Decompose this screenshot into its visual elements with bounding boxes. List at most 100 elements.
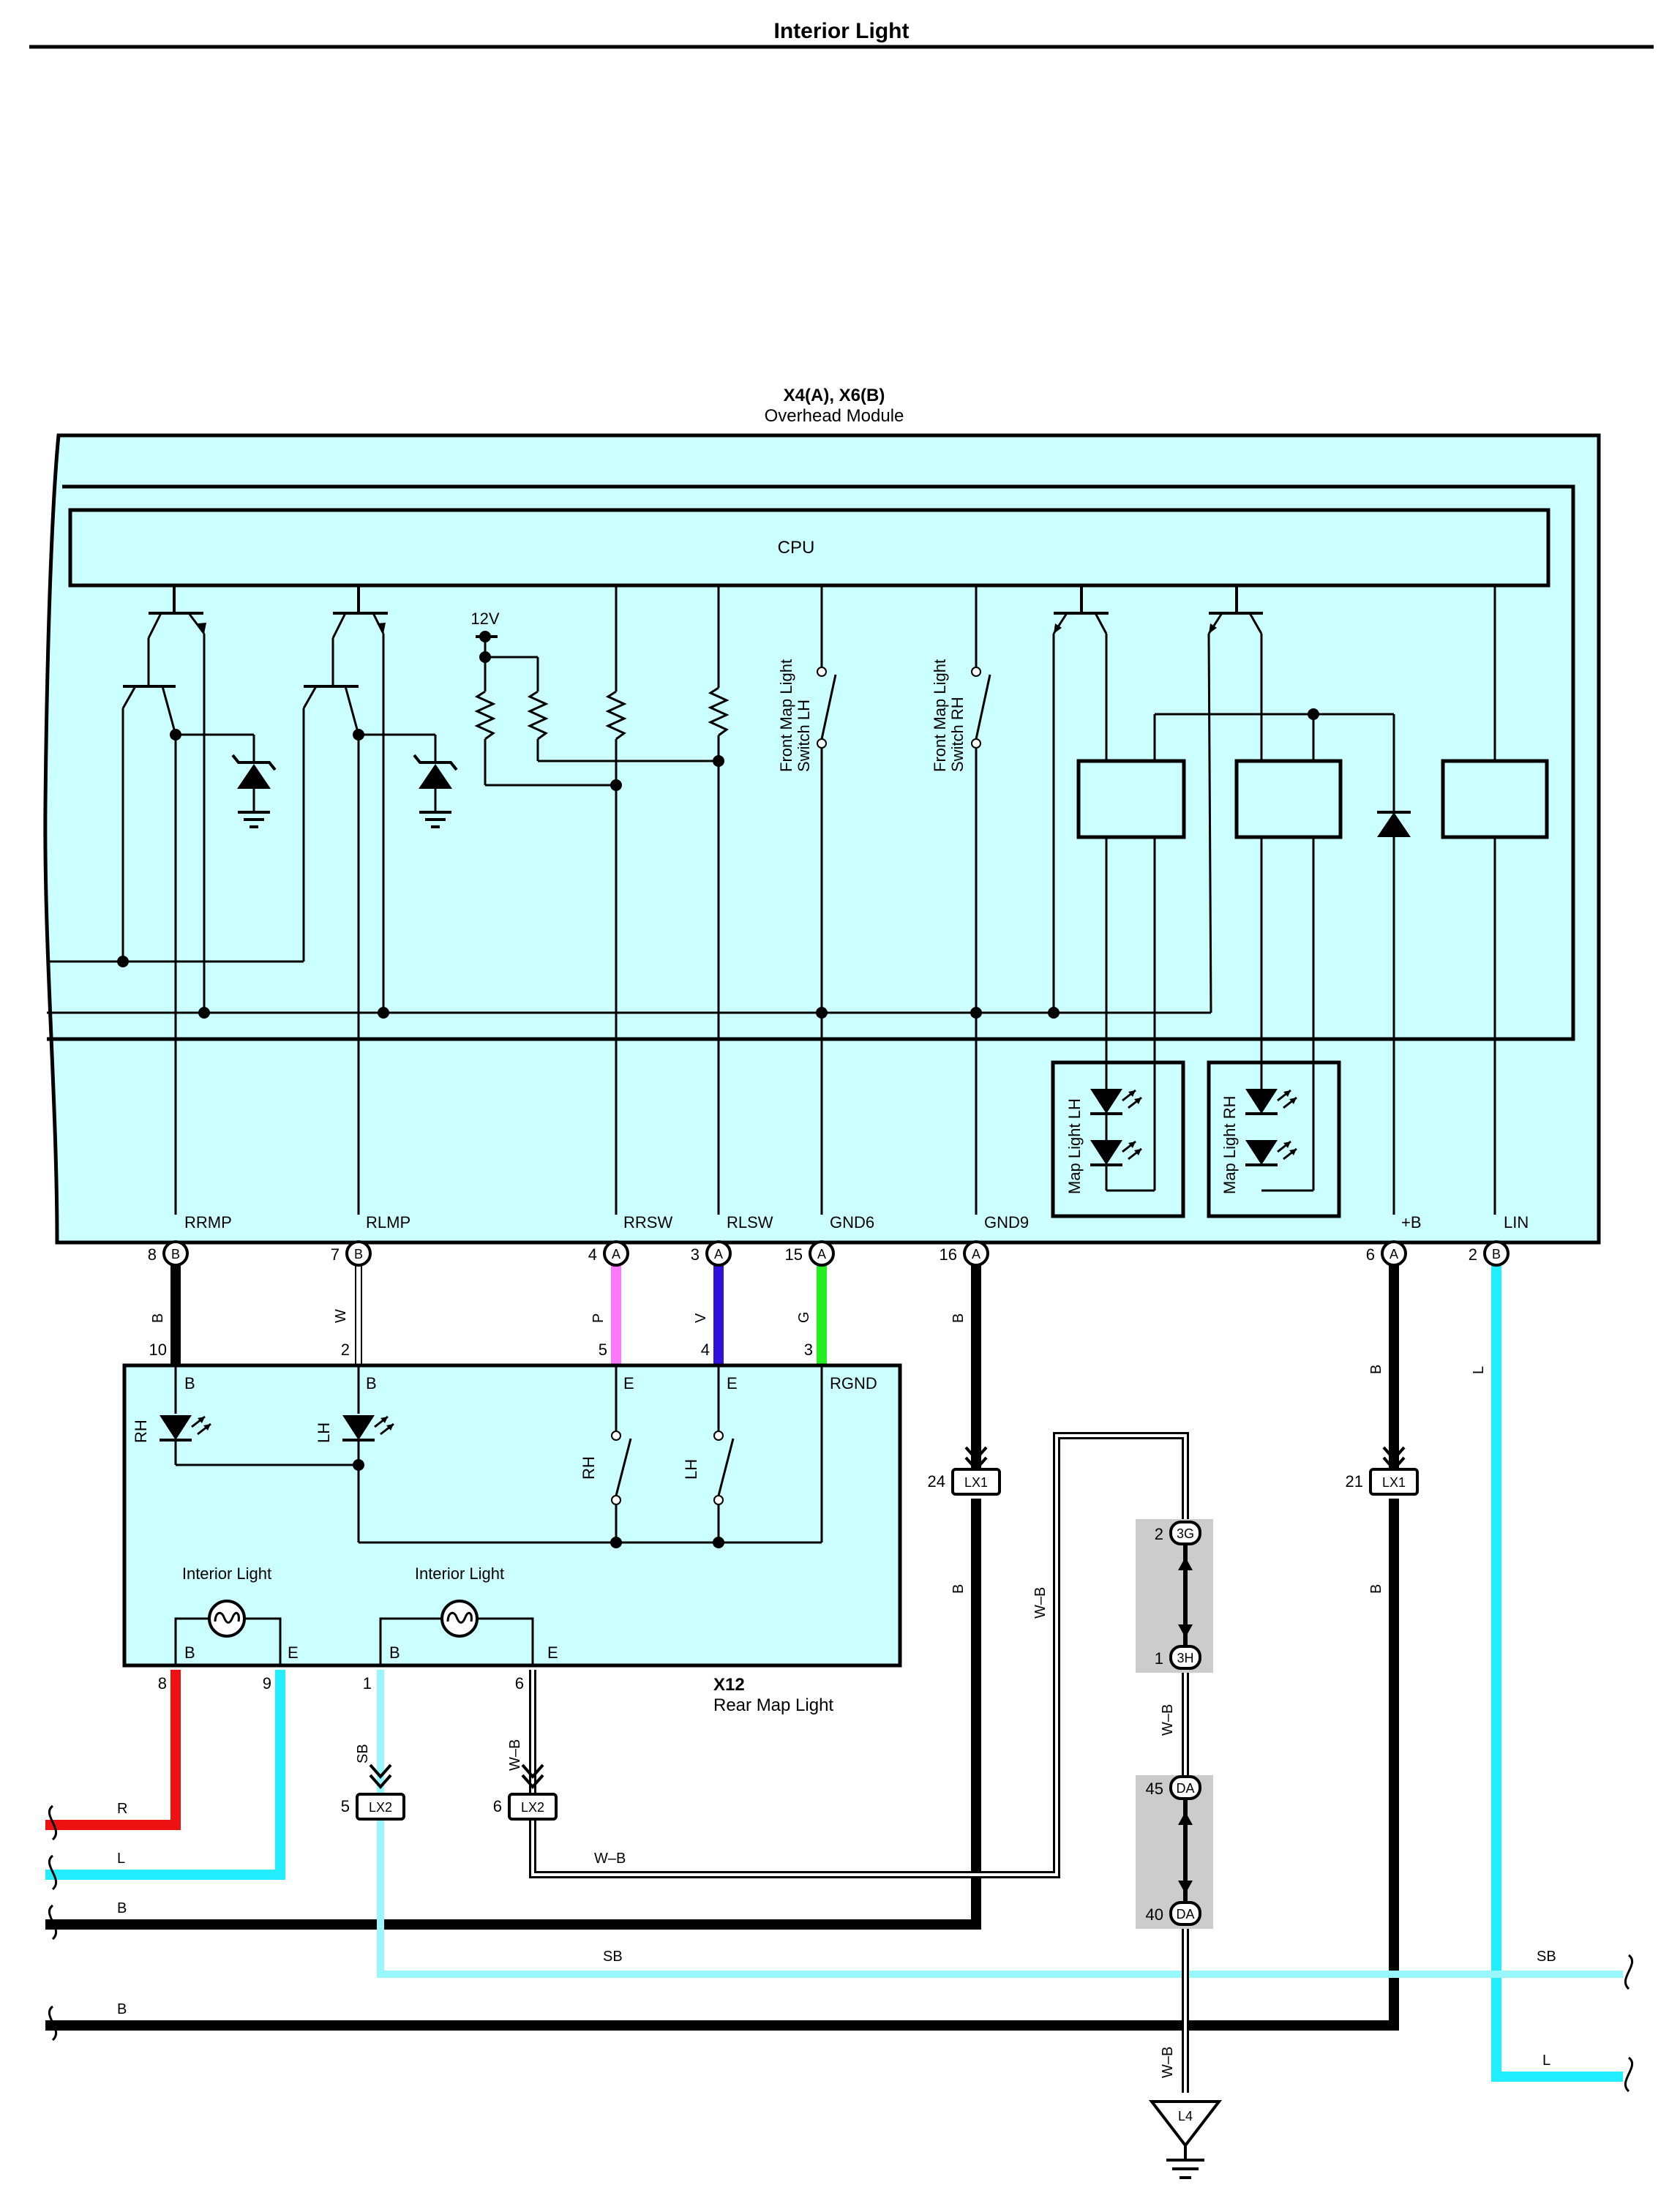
svg-text:DA: DA <box>1176 1781 1194 1796</box>
svg-text:L: L <box>117 1851 125 1867</box>
svg-text:4: 4 <box>588 1245 597 1264</box>
svg-text:3: 3 <box>804 1341 813 1359</box>
svg-text:L4: L4 <box>1178 2109 1193 2123</box>
svg-text:RGND: RGND <box>830 1374 877 1392</box>
rear-map-light-code: X12 <box>713 1675 745 1695</box>
svg-text:B: B <box>389 1643 400 1662</box>
svg-text:Interior Light: Interior Light <box>415 1564 504 1583</box>
svg-text:E: E <box>623 1374 634 1392</box>
rear-map-light: 10 2 5 4 3 B B E E RGND RH LH <box>122 1341 902 1692</box>
svg-text:SB: SB <box>603 1949 623 1965</box>
svg-text:21: 21 <box>1346 1472 1363 1491</box>
svg-text:9: 9 <box>263 1674 271 1692</box>
map-light-rh: Map Light RH <box>1207 837 1341 1218</box>
svg-text:8: 8 <box>158 1674 167 1692</box>
connector-lx1-21: LX1 21 <box>1346 1446 1419 1496</box>
svg-text:B: B <box>1368 1365 1384 1374</box>
svg-text:A: A <box>972 1247 980 1262</box>
svg-text:Switch LH: Switch LH <box>795 700 813 772</box>
svg-text:4: 4 <box>701 1341 710 1359</box>
svg-text:15: 15 <box>785 1245 803 1264</box>
transistor-map-lh <box>1052 585 1109 1013</box>
svg-text:Front Map Light: Front Map Light <box>931 659 949 772</box>
svg-text:SB: SB <box>1537 1949 1556 1965</box>
svg-text:E: E <box>727 1374 738 1392</box>
svg-text:B: B <box>184 1374 195 1392</box>
svg-text:40: 40 <box>1146 1905 1163 1924</box>
svg-text:A: A <box>817 1247 826 1262</box>
svg-text:GND6: GND6 <box>830 1213 874 1232</box>
svg-text:Map Light LH: Map Light LH <box>1065 1098 1084 1194</box>
svg-text:B: B <box>150 1313 166 1323</box>
svg-text:10: 10 <box>149 1341 167 1359</box>
svg-text:Front Map Light: Front Map Light <box>777 659 795 772</box>
wire-l <box>45 1670 285 1880</box>
module-connector-pins: B 8 B 7 A 4 A 3 A 15 A 16 A 6 B 2 <box>148 1240 1510 1267</box>
voltage-label: 12V <box>470 610 499 628</box>
front-map-light-switch-rh: Front Map Light Switch RH <box>931 585 991 1215</box>
svg-text:RLSW: RLSW <box>727 1213 773 1232</box>
svg-text:B: B <box>1492 1247 1501 1262</box>
connector-lx2-6: LX2 6 <box>493 1763 558 1821</box>
svg-text:R: R <box>117 1801 127 1817</box>
svg-text:1: 1 <box>363 1674 372 1692</box>
zener-diode-2 <box>359 733 458 828</box>
svg-text:RRMP: RRMP <box>184 1213 232 1232</box>
svg-text:B: B <box>117 2001 127 2017</box>
transistor-map-rh <box>1207 585 1263 1013</box>
connector-lx1-24: LX1 24 <box>928 1446 1001 1496</box>
splice-3g-3h: 3G 2 3H 1 <box>1136 1519 1213 1673</box>
overhead-module-code: X4(A), X6(B) <box>784 386 885 405</box>
svg-text:7: 7 <box>331 1245 340 1264</box>
svg-text:A: A <box>1390 1247 1398 1262</box>
svg-text:RRSW: RRSW <box>623 1213 672 1232</box>
svg-text:B: B <box>950 1584 967 1594</box>
transistor-rlmp <box>302 585 388 1215</box>
svg-text:LH: LH <box>682 1459 700 1480</box>
svg-text:2: 2 <box>1469 1245 1477 1264</box>
svg-text:B: B <box>1368 1584 1384 1594</box>
svg-text:A: A <box>714 1247 723 1262</box>
svg-text:B: B <box>184 1643 195 1662</box>
svg-text:24: 24 <box>928 1472 945 1491</box>
zener-diode-1 <box>176 733 277 828</box>
svg-text:SB: SB <box>355 1744 371 1763</box>
wire-break-marks <box>48 1804 1634 2093</box>
front-map-light-switch-lh: Front Map Light Switch LH <box>777 585 837 1215</box>
svg-text:6: 6 <box>1366 1245 1375 1264</box>
svg-text:LX2: LX2 <box>369 1800 392 1815</box>
svg-text:2: 2 <box>1155 1525 1163 1543</box>
module-terminal-labels: RRMP RLMP RRSW RLSW GND6 GND9 +B LIN <box>184 1213 1529 1232</box>
svg-text:Interior Light: Interior Light <box>182 1564 271 1583</box>
cpu-box <box>68 508 1550 588</box>
relay-lh <box>1076 759 1186 839</box>
svg-text:Switch RH: Switch RH <box>948 697 967 772</box>
svg-text:W–B: W–B <box>1032 1587 1049 1619</box>
svg-text:RH: RH <box>132 1420 150 1443</box>
svg-text:E: E <box>288 1643 299 1662</box>
svg-text:1: 1 <box>1155 1649 1163 1668</box>
svg-text:6: 6 <box>493 1797 502 1815</box>
svg-text:W: W <box>333 1309 349 1323</box>
wire-color-labels: B W P V G B B B B L W–B W–B W–B W–B SB W… <box>117 1309 1556 2078</box>
connector-lx2-5: LX2 5 <box>341 1763 405 1821</box>
pullup-resistor-network: 12V <box>470 610 719 787</box>
svg-text:B: B <box>366 1374 377 1392</box>
overhead-module-name: Overhead Module <box>765 406 904 426</box>
ground-l4: L4 <box>1148 2100 1223 2179</box>
svg-text:LX1: LX1 <box>1382 1475 1406 1490</box>
svg-text:8: 8 <box>148 1245 157 1264</box>
svg-text:16: 16 <box>940 1245 957 1264</box>
splice-da: DA 45 DA 40 <box>1136 1775 1213 1929</box>
svg-text:3: 3 <box>691 1245 700 1264</box>
svg-text:P: P <box>590 1313 607 1323</box>
svg-text:RH: RH <box>580 1456 598 1480</box>
svg-text:LIN: LIN <box>1504 1213 1529 1232</box>
map-light-lh: Map Light LH <box>1051 837 1185 1218</box>
svg-text:A: A <box>612 1247 620 1262</box>
svg-text:3G: 3G <box>1177 1526 1194 1541</box>
diode <box>1377 714 1411 1200</box>
svg-text:RLMP: RLMP <box>366 1213 410 1232</box>
transistor-rrmp <box>121 585 206 1215</box>
